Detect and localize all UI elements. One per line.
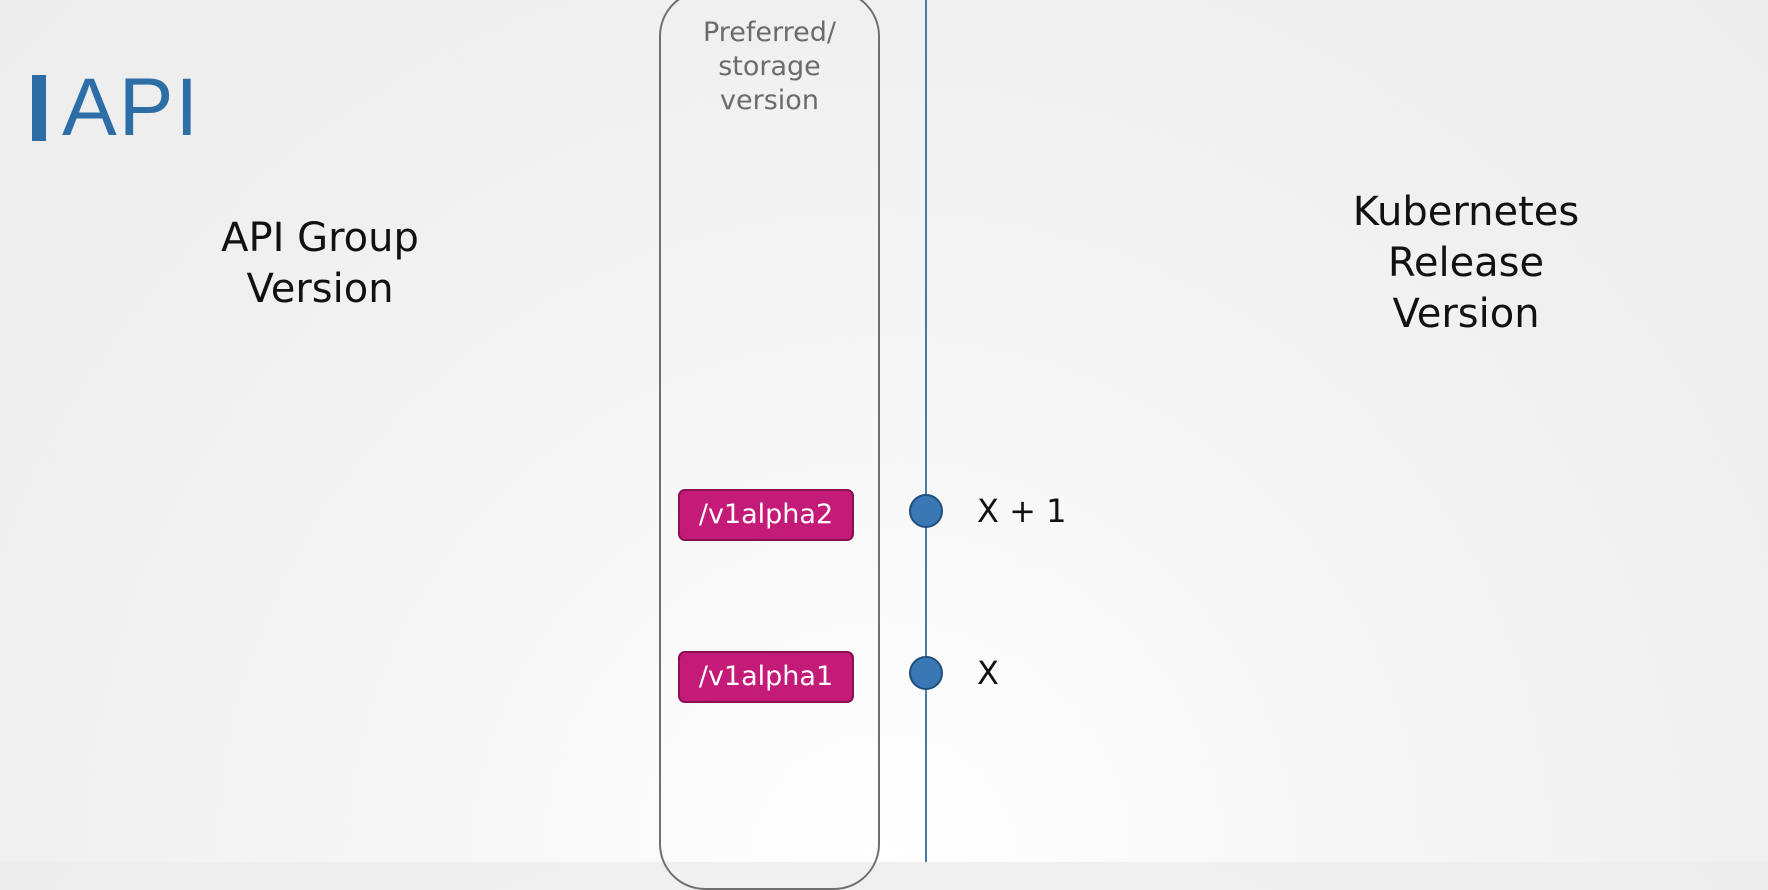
preferred-storage-label: Preferred/ storage version — [660, 16, 879, 118]
release-timeline — [925, 0, 927, 862]
kubernetes-release-line-3: Version — [1392, 291, 1540, 337]
version-badge-v1alpha1: /v1alpha1 — [678, 651, 854, 703]
release-label-x: X — [977, 654, 999, 692]
preferred-storage-column — [659, 0, 880, 890]
version-badge-v1alpha2: /v1alpha2 — [678, 489, 854, 541]
kubernetes-release-version-heading: Kubernetes Release Version — [1306, 187, 1626, 340]
kubernetes-release-line-2: Release — [1387, 240, 1545, 286]
api-group-version-heading: API Group Version — [180, 213, 460, 315]
storage-label-line-2: storage — [718, 51, 821, 82]
title-accent-bar — [32, 75, 46, 141]
title-text: API — [62, 62, 201, 153]
release-node-x-plus-1 — [909, 494, 943, 528]
release-node-x — [909, 656, 943, 690]
kubernetes-release-line-1: Kubernetes — [1352, 189, 1580, 235]
api-group-version-line-2: Version — [246, 266, 394, 312]
release-label-x-plus-1: X + 1 — [977, 492, 1067, 530]
storage-label-line-3: version — [720, 85, 819, 116]
storage-label-line-1: Preferred/ — [702, 17, 837, 48]
api-group-version-line-1: API Group — [221, 215, 419, 261]
page-title: API — [32, 62, 201, 153]
